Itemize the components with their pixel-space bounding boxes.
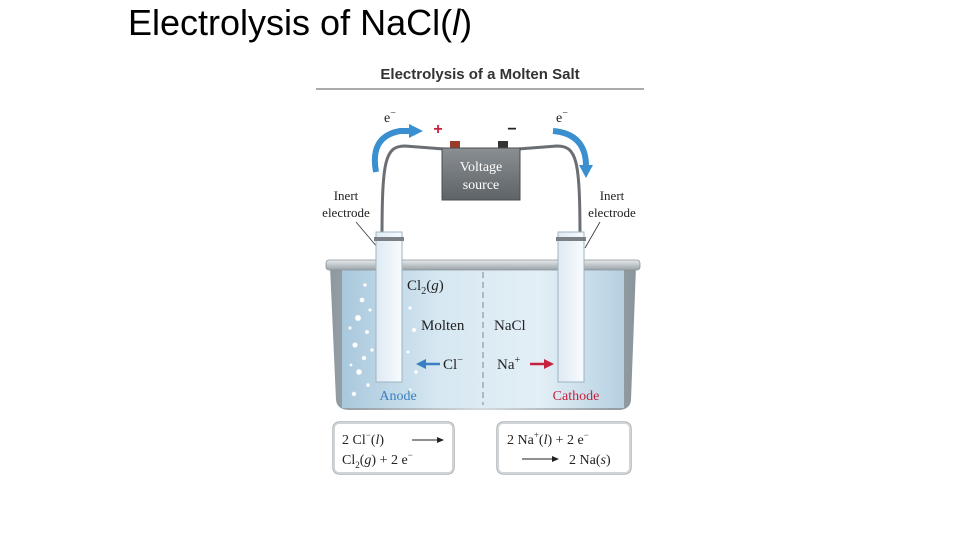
electron-arrowhead-right	[579, 165, 593, 178]
right-electrode-line1: Inert	[600, 188, 625, 203]
nacl-label: NaCl	[494, 318, 526, 334]
cathode-equation-box	[496, 421, 632, 475]
cathode-electrode	[557, 231, 585, 383]
cathode-equation-line1: 2 Na+(l) + 2 e−	[507, 430, 589, 448]
left-electrode-pointer	[355, 221, 379, 249]
anode-clip	[374, 237, 404, 241]
plus-sign: +	[433, 121, 442, 138]
voltage-source	[441, 147, 521, 201]
cathode-label: Cathode	[553, 389, 600, 404]
chloride-arrowhead	[416, 359, 426, 369]
anode-equation-line2: Cl2(g) + 2 e−	[342, 450, 413, 470]
title-italic: l	[452, 2, 461, 43]
figure-heading: Electrolysis of a Molten Salt	[380, 66, 579, 83]
right-electrode-line2: electrode	[588, 205, 636, 220]
negative-terminal	[498, 141, 508, 149]
sodium-ion-label: Na+	[497, 355, 521, 373]
sodium-arrowhead	[544, 359, 554, 369]
title-prefix: Electrolysis of NaCl(	[128, 2, 453, 43]
right-electrode-pointer	[584, 221, 601, 249]
cathode-equation-shadow	[497, 422, 631, 474]
anode-reaction-arrowhead	[437, 437, 444, 443]
cathode-clip	[556, 237, 586, 241]
electron-label-right: e−	[556, 108, 568, 126]
chlorine-bubbles	[348, 283, 419, 397]
electron-arrow-left	[371, 128, 410, 173]
title-suffix: )	[460, 2, 473, 43]
anode-equation-line1: 2 Cl−(l)	[342, 430, 384, 448]
slide-title: Electrolysis of NaCl(l)	[128, 2, 472, 44]
anode-equation-shadow	[333, 422, 454, 474]
battery-line2: source	[463, 178, 500, 193]
battery-line1: Voltage	[460, 160, 503, 175]
positive-terminal	[450, 141, 460, 149]
electron-arrowhead-left	[409, 124, 423, 138]
molten-label: Molten	[421, 318, 465, 334]
left-electrode-line1: Inert	[334, 188, 359, 203]
cathode-reaction-arrowhead	[552, 456, 559, 462]
right-wire	[517, 144, 582, 241]
minus-sign: −	[507, 121, 516, 138]
electron-label-left: e−	[384, 108, 396, 126]
beaker-rim	[325, 259, 641, 271]
cathode-equation-line2: 2 Na(s)	[569, 453, 611, 468]
anode-label: Anode	[379, 389, 416, 404]
left-electrode-line2: electrode	[322, 205, 370, 220]
chlorine-gas-label: Cl2(g)	[407, 278, 444, 297]
electron-arrow-right	[552, 128, 589, 167]
anode-electrode	[375, 231, 403, 383]
left-wire	[380, 144, 445, 241]
chloride-ion-label: Cl−	[443, 355, 463, 373]
